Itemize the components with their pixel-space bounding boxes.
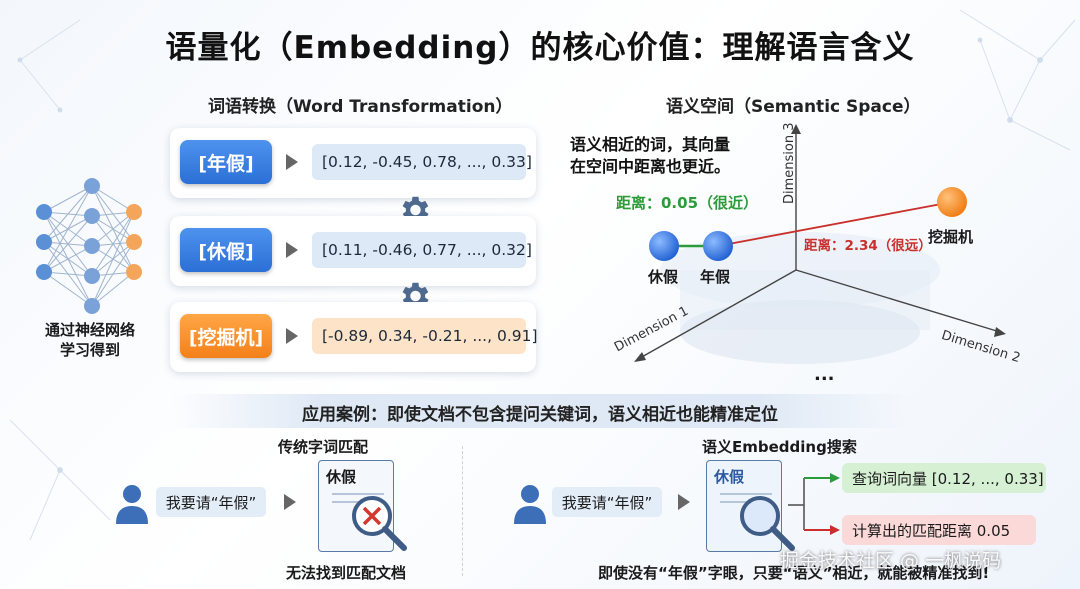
nn-caption-line2: 学习得到: [59, 341, 120, 359]
point-wajueji: [937, 187, 967, 217]
watermark: 掘金技术社区 @ 一枫说码: [780, 550, 1002, 572]
word-xiujia-tag: [休假]: [180, 228, 272, 272]
search-success-icon: [720, 493, 795, 551]
axis-dimension-3: Dimension 3: [782, 122, 797, 204]
semantic-note-line2: 在空间中距离也更近。: [570, 157, 731, 176]
case-heading: 应用案例：即使文档不包含提问关键词，语义相近也能精准定位: [302, 405, 778, 425]
vector-xiujia: [0.11, -0.46, 0.77, ..., 0.32]: [312, 232, 532, 268]
word-transformation-heading: 词语转换（Word Transformation）: [208, 97, 513, 117]
search-fail-icon: [332, 493, 407, 551]
point-xiujia: [649, 231, 679, 261]
page-title: 语量化（Embedding）的核心价值：理解语言含义: [165, 30, 915, 66]
ellipsis: ...: [814, 364, 835, 385]
case-band: [170, 394, 910, 428]
point-nianjia: [703, 231, 733, 261]
arrow-right-icon: [286, 242, 298, 258]
near-distance-label: 距离：0.05（很近）: [616, 194, 759, 212]
arrow-right-icon: [286, 328, 298, 344]
section-divider: [462, 446, 463, 576]
semantic-result: 即使没有“年假”字眼，只要“语义”相近，就能被精准找到!: [598, 564, 990, 582]
traditional-result: 无法找到匹配文档: [286, 564, 407, 582]
arrow-right-icon: [286, 154, 298, 170]
semantic-space-plot: [634, 124, 1006, 364]
semantic-doc-word: 休假: [714, 468, 745, 486]
vector-nianjia: [0.12, -0.45, 0.78, ..., 0.33]: [312, 144, 532, 180]
semantic-space-heading: 语义空间（Semantic Space）: [666, 97, 921, 117]
arrow-right-icon: [678, 494, 690, 510]
neural-network-icon: [36, 178, 142, 314]
user-icon: [514, 485, 546, 524]
user-icon: [116, 485, 148, 524]
word-nianjia-tag: [年假]: [180, 140, 272, 184]
query-vector-tag: 查询词向量 [0.12, ..., 0.33]: [842, 463, 1046, 493]
semantic-heading: 语义Embedding搜索: [702, 438, 857, 456]
traditional-doc-word: 休假: [326, 468, 357, 486]
match-distance-tag: 计算出的匹配距离 0.05: [842, 515, 1036, 545]
arrow-right-icon: [284, 494, 296, 510]
nn-caption-line1: 通过神经网络: [44, 321, 135, 339]
label-wajueji: 挖掘机: [928, 228, 974, 246]
semantic-query: 我要请“年假”: [552, 487, 662, 517]
far-distance-label: 距离：2.34（很远）: [804, 238, 932, 254]
label-nianjia: 年假: [700, 268, 731, 286]
label-xiujia: 休假: [648, 268, 679, 286]
traditional-heading: 传统字词匹配: [278, 438, 369, 456]
branch-arrows: [788, 473, 840, 535]
word-wajueji-tag: [挖掘机]: [180, 314, 272, 358]
traditional-query: 我要请“年假”: [156, 487, 266, 517]
semantic-note-line1: 语义相近的词，其向量: [570, 135, 731, 154]
vector-wajueji: [-0.89, 0.34, -0.21, ..., 0.91]: [312, 318, 538, 354]
